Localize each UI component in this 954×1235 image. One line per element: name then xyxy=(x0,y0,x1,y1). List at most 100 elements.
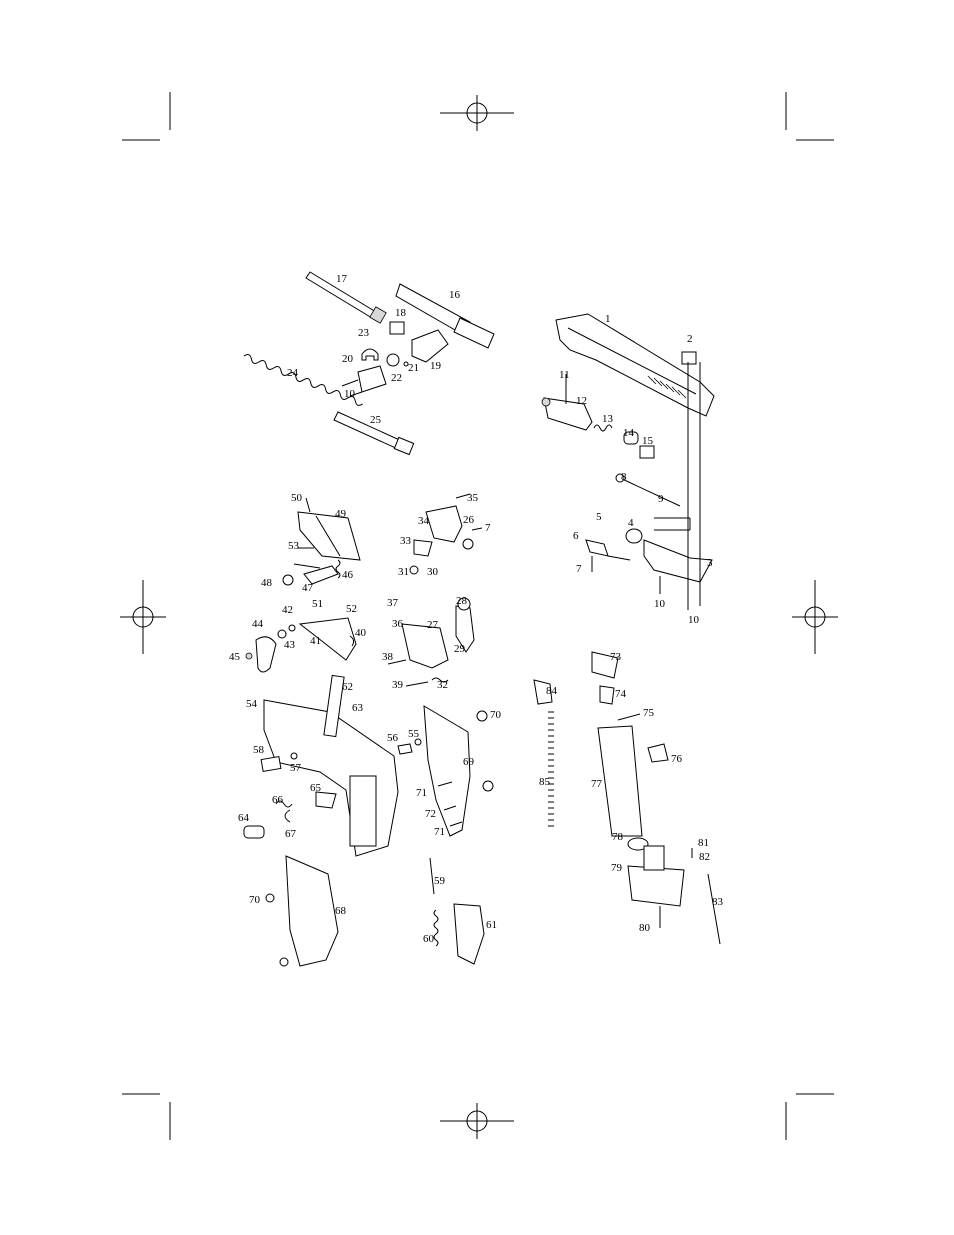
rear-sight xyxy=(682,352,696,364)
label-18: 18 xyxy=(395,307,407,319)
label-59: 59 xyxy=(434,875,446,887)
label-8: 8 xyxy=(621,471,627,483)
magazine-follower xyxy=(534,680,554,826)
label-12: 12 xyxy=(576,395,587,407)
label-15: 15 xyxy=(642,435,654,447)
label-66: 66 xyxy=(272,794,284,806)
label-50: 50 xyxy=(291,492,303,504)
crop-marks xyxy=(122,92,834,1140)
label-69: 69 xyxy=(463,756,475,768)
label-58: 58 xyxy=(253,744,265,756)
label-37: 37 xyxy=(387,597,399,609)
label-70-a: 70 xyxy=(490,709,502,721)
label-24: 24 xyxy=(287,367,299,379)
label-10-c: 10 xyxy=(688,614,700,626)
label-10-a: 10 xyxy=(344,388,356,400)
label-11: 11 xyxy=(559,369,570,381)
label-39: 39 xyxy=(392,679,404,691)
label-70-b: 70 xyxy=(249,894,261,906)
label-28: 28 xyxy=(456,595,468,607)
label-64: 64 xyxy=(238,812,250,824)
label-76: 76 xyxy=(671,753,683,765)
label-61: 61 xyxy=(486,919,497,931)
label-73: 73 xyxy=(610,651,622,663)
label-48: 48 xyxy=(261,577,273,589)
label-81: 81 xyxy=(698,837,709,849)
label-23: 23 xyxy=(358,327,370,339)
label-14: 14 xyxy=(623,427,635,439)
hammer-assembly xyxy=(410,494,482,574)
label-38: 38 xyxy=(382,651,394,663)
label-51: 51 xyxy=(312,598,323,610)
label-29: 29 xyxy=(454,643,466,655)
label-63: 63 xyxy=(352,702,364,714)
label-68: 68 xyxy=(335,905,347,917)
label-10-b: 10 xyxy=(654,598,666,610)
label-3: 3 xyxy=(707,557,713,569)
label-27: 27 xyxy=(427,619,439,631)
label-22: 22 xyxy=(391,372,402,384)
label-4: 4 xyxy=(628,517,634,529)
label-17: 17 xyxy=(336,273,348,285)
registration-target-bottom xyxy=(440,1103,514,1139)
sear-assembly xyxy=(388,598,474,686)
label-46: 46 xyxy=(342,569,354,581)
label-60: 60 xyxy=(423,933,435,945)
label-13: 13 xyxy=(602,413,614,425)
label-30: 30 xyxy=(427,566,439,578)
label-57: 57 xyxy=(290,762,302,774)
label-2: 2 xyxy=(687,333,693,345)
label-52: 52 xyxy=(346,603,357,615)
label-74: 74 xyxy=(615,688,627,700)
label-84: 84 xyxy=(546,685,558,697)
registration-target-left xyxy=(120,580,166,654)
magazine-body xyxy=(598,726,668,850)
loading-assembly xyxy=(586,474,712,582)
label-34: 34 xyxy=(418,515,430,527)
label-42: 42 xyxy=(282,604,293,616)
label-36: 36 xyxy=(392,618,404,630)
label-65: 65 xyxy=(310,782,322,794)
registration-target-right xyxy=(792,580,838,654)
label-82: 82 xyxy=(699,851,710,863)
label-43: 43 xyxy=(284,639,296,651)
label-25: 25 xyxy=(370,414,382,426)
label-62: 62 xyxy=(342,681,353,693)
label-56: 56 xyxy=(387,732,399,744)
label-41: 41 xyxy=(310,635,321,647)
label-33: 33 xyxy=(400,535,412,547)
label-53: 53 xyxy=(288,540,300,552)
label-32: 32 xyxy=(437,679,448,691)
label-49: 49 xyxy=(335,508,347,520)
label-40: 40 xyxy=(355,627,367,639)
label-77: 77 xyxy=(591,778,603,790)
label-71-a: 71 xyxy=(416,787,427,799)
label-75: 75 xyxy=(643,707,655,719)
right-grip-panel xyxy=(266,856,338,966)
inner-barrel-housing xyxy=(396,284,494,348)
label-31: 31 xyxy=(398,566,409,578)
label-47: 47 xyxy=(302,582,314,594)
label-72: 72 xyxy=(425,808,436,820)
label-45: 45 xyxy=(229,651,241,663)
registration-target-top xyxy=(440,95,514,131)
label-19: 19 xyxy=(430,360,442,372)
label-6: 6 xyxy=(573,530,579,542)
label-67: 67 xyxy=(285,828,297,840)
label-26: 26 xyxy=(463,514,475,526)
label-55: 55 xyxy=(408,728,420,740)
label-54: 54 xyxy=(246,698,258,710)
label-7-b: 7 xyxy=(576,563,582,575)
label-78: 78 xyxy=(612,831,624,843)
label-79: 79 xyxy=(611,862,623,874)
label-80: 80 xyxy=(639,922,651,934)
label-7-a: 7 xyxy=(485,522,491,534)
label-83: 83 xyxy=(712,896,724,908)
label-44: 44 xyxy=(252,618,264,630)
label-9: 9 xyxy=(658,493,664,505)
label-5: 5 xyxy=(596,511,602,523)
label-16: 16 xyxy=(449,289,461,301)
label-20: 20 xyxy=(342,353,354,365)
label-85: 85 xyxy=(539,776,551,788)
